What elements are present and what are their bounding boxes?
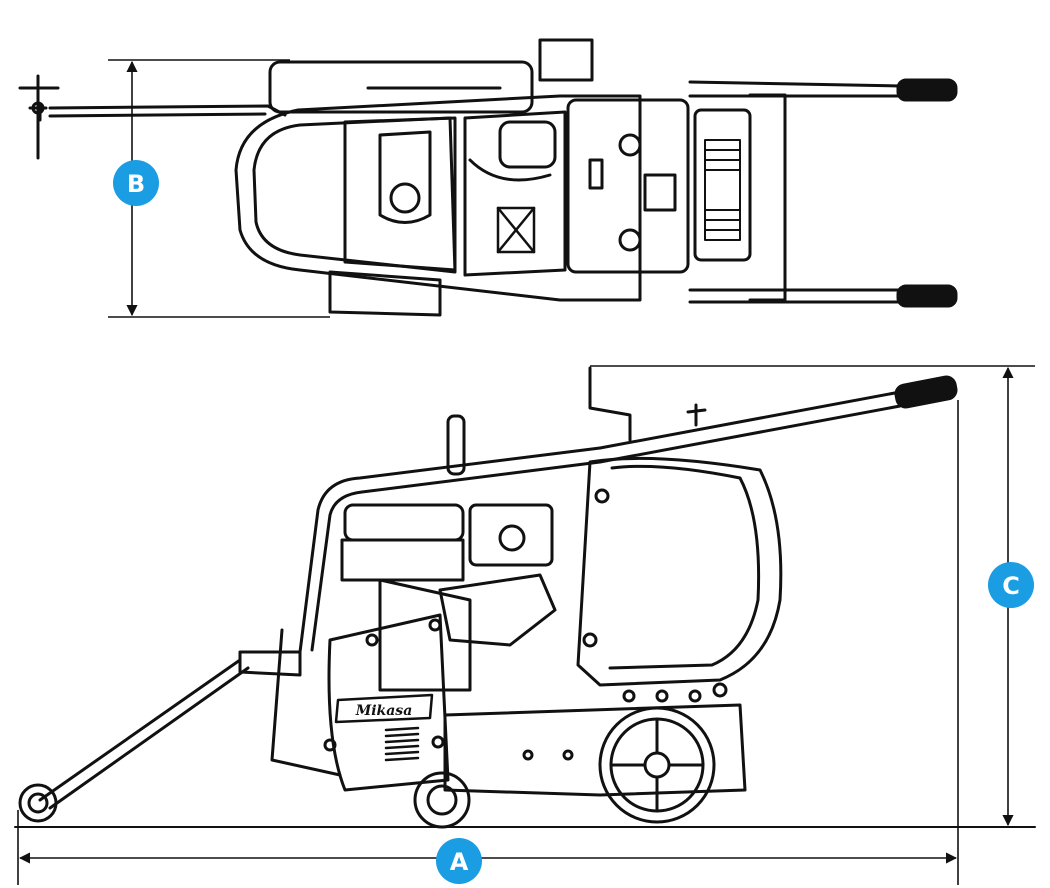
top-frame-outer bbox=[234, 94, 642, 302]
top-guide-pointer bbox=[18, 74, 60, 160]
top-view bbox=[18, 38, 958, 317]
side-chassis bbox=[443, 703, 747, 797]
dimension-a bbox=[17, 400, 959, 885]
side-handle-grip bbox=[894, 375, 958, 409]
dimension-c bbox=[590, 365, 1035, 827]
side-control-knob bbox=[498, 524, 526, 552]
side-guide-arm bbox=[38, 658, 242, 802]
side-frame-top bbox=[298, 446, 602, 654]
side-exhaust bbox=[446, 414, 466, 476]
top-blade-guard bbox=[268, 60, 534, 114]
side-engine-body bbox=[340, 538, 465, 582]
top-wheel bbox=[328, 270, 442, 317]
badge-c: C bbox=[988, 562, 1034, 608]
side-engine-top bbox=[343, 503, 465, 542]
top-frame-inner bbox=[252, 116, 457, 274]
top-control-panel bbox=[566, 98, 690, 274]
top-display bbox=[643, 173, 677, 212]
badge-c-label: C bbox=[1002, 572, 1020, 600]
badge-a: A bbox=[436, 838, 482, 884]
side-blade-guard bbox=[327, 613, 450, 792]
top-water-tank bbox=[693, 108, 752, 262]
brand-badge-text: Mikasa bbox=[355, 703, 413, 719]
badge-a-label: A bbox=[450, 848, 469, 876]
top-fuel-cap bbox=[389, 182, 421, 214]
badge-b: B bbox=[113, 160, 159, 206]
badge-b-label: B bbox=[127, 170, 145, 198]
top-handle-grip-lower bbox=[896, 284, 958, 308]
top-knob-lower bbox=[618, 228, 642, 252]
top-handle-grip-upper bbox=[896, 78, 958, 102]
top-exhaust bbox=[538, 38, 594, 82]
side-front-guard bbox=[270, 628, 342, 777]
side-rear-wheel bbox=[598, 706, 716, 824]
brand-badge: Mikasa bbox=[334, 693, 434, 724]
side-guide-wheel bbox=[18, 783, 58, 823]
side-vent-grille bbox=[384, 726, 420, 762]
top-knob-upper bbox=[618, 133, 642, 157]
top-warning-icon bbox=[496, 206, 536, 254]
top-handle-bar-upper bbox=[688, 80, 902, 88]
top-engine bbox=[343, 116, 457, 272]
side-depth-lever bbox=[588, 366, 632, 442]
top-pointer-arm-lower bbox=[48, 112, 267, 118]
side-carburetor bbox=[438, 573, 557, 647]
side-view: Mikasa bbox=[14, 366, 1036, 829]
side-control-box bbox=[468, 503, 554, 567]
side-water-tank bbox=[576, 456, 783, 687]
top-engine-block bbox=[463, 110, 567, 277]
side-handle-bar bbox=[598, 390, 902, 450]
